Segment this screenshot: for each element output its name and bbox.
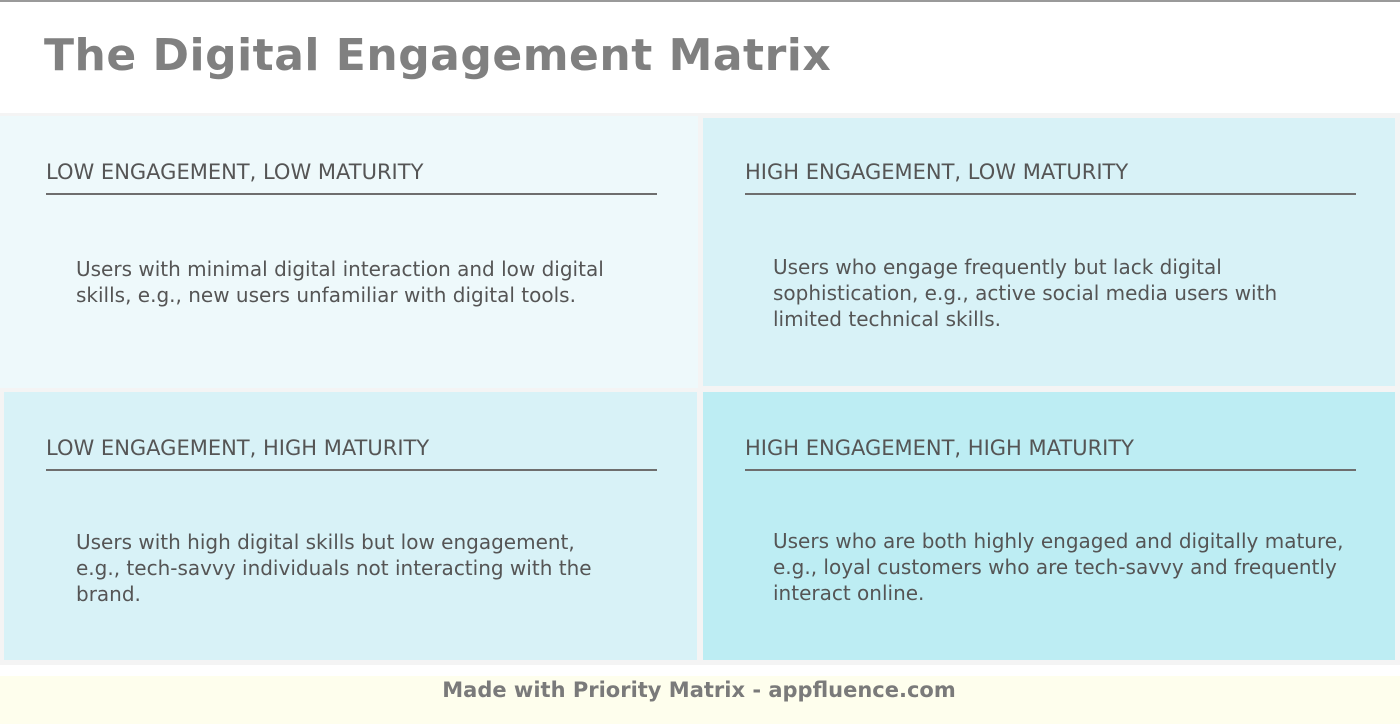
quadrant-heading: LOW ENGAGEMENT, LOW MATURITY [46, 160, 424, 184]
quadrant-description: Users with minimal digital interaction a… [76, 257, 604, 307]
footer: Made with Priority Matrix - appfluence.c… [0, 676, 1400, 724]
heading-divider [46, 193, 657, 195]
quadrant-heading: LOW ENGAGEMENT, HIGH MATURITY [46, 436, 430, 460]
page-title: The Digital Engagement Matrix [44, 30, 832, 81]
quadrant-description: Users with high digital skills but low e… [76, 530, 592, 606]
quadrant-low-engagement-high-maturity: LOW ENGAGEMENT, HIGH MATURITY Users with… [4, 392, 697, 660]
engagement-matrix: LOW ENGAGEMENT, LOW MATURITY Users with … [0, 113, 1400, 665]
quadrant-heading: HIGH ENGAGEMENT, HIGH MATURITY [745, 436, 1135, 460]
quadrant-heading: HIGH ENGAGEMENT, LOW MATURITY [745, 160, 1129, 184]
footer-credit: Made with Priority Matrix - appfluence.c… [442, 678, 956, 702]
top-border [0, 0, 1400, 2]
quadrant-high-engagement-high-maturity: HIGH ENGAGEMENT, HIGH MATURITY Users who… [703, 392, 1395, 660]
heading-divider [745, 469, 1356, 471]
quadrant-high-engagement-low-maturity: HIGH ENGAGEMENT, LOW MATURITY Users who … [703, 118, 1395, 386]
heading-divider [745, 193, 1356, 195]
quadrant-description: Users who engage frequently but lack dig… [773, 255, 1278, 331]
quadrant-low-engagement-low-maturity: LOW ENGAGEMENT, LOW MATURITY Users with … [0, 116, 698, 388]
quadrant-description: Users who are both highly engaged and di… [773, 529, 1344, 605]
heading-divider [46, 469, 657, 471]
